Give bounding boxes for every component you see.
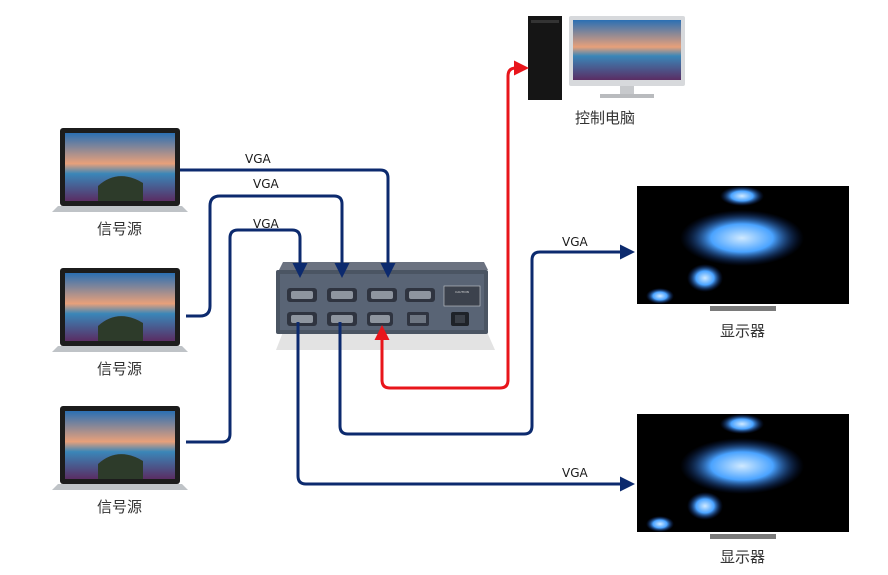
monitor-icon bbox=[637, 186, 849, 311]
monitor-icon bbox=[637, 414, 849, 539]
port-output-2 bbox=[327, 312, 357, 326]
port-ethernet bbox=[407, 312, 429, 326]
source-label-2: 信号源 bbox=[97, 360, 143, 378]
source-label-1: 信号源 bbox=[97, 220, 143, 238]
display-label-1: 显示器 bbox=[720, 322, 766, 340]
cable-in1 bbox=[180, 168, 396, 278]
control-pc-label: 控制电脑 bbox=[575, 109, 636, 127]
port-input-2 bbox=[327, 288, 357, 302]
port-output-1 bbox=[287, 312, 317, 326]
vga-matrix-switch: CAUTION bbox=[276, 262, 495, 350]
laptop-icon bbox=[52, 406, 188, 490]
cable-label-out2: VGA bbox=[562, 466, 588, 480]
port-input-3 bbox=[367, 288, 397, 302]
port-com bbox=[367, 312, 393, 326]
laptop-icon bbox=[52, 128, 188, 212]
cable-out2 bbox=[296, 322, 635, 492]
laptop-icon bbox=[52, 268, 188, 352]
caution-text: CAUTION bbox=[455, 290, 469, 294]
control-pc bbox=[528, 16, 685, 100]
display-label-2: 显示器 bbox=[720, 548, 766, 566]
desktop-computer-icon bbox=[528, 16, 685, 100]
cable-label-out1: VGA bbox=[562, 235, 588, 249]
display-2 bbox=[637, 414, 849, 539]
source-laptop-1 bbox=[52, 128, 188, 212]
cable-in3 bbox=[186, 228, 308, 444]
cable-label-in3: VGA bbox=[253, 217, 279, 231]
cable-out1 bbox=[338, 244, 635, 436]
port-input-1 bbox=[287, 288, 317, 302]
source-laptop-3 bbox=[52, 406, 188, 490]
source-laptop-2 bbox=[52, 268, 188, 352]
cable-label-in2: VGA bbox=[253, 177, 279, 191]
cable-in2 bbox=[186, 194, 350, 318]
source-label-3: 信号源 bbox=[97, 498, 143, 516]
display-1 bbox=[637, 186, 849, 311]
cable-label-in1: VGA bbox=[245, 152, 271, 166]
vga-matrix-switch-icon: CAUTION bbox=[276, 262, 495, 350]
cable-control bbox=[380, 60, 529, 390]
caution-label bbox=[443, 285, 481, 307]
port-input-4 bbox=[405, 288, 435, 302]
